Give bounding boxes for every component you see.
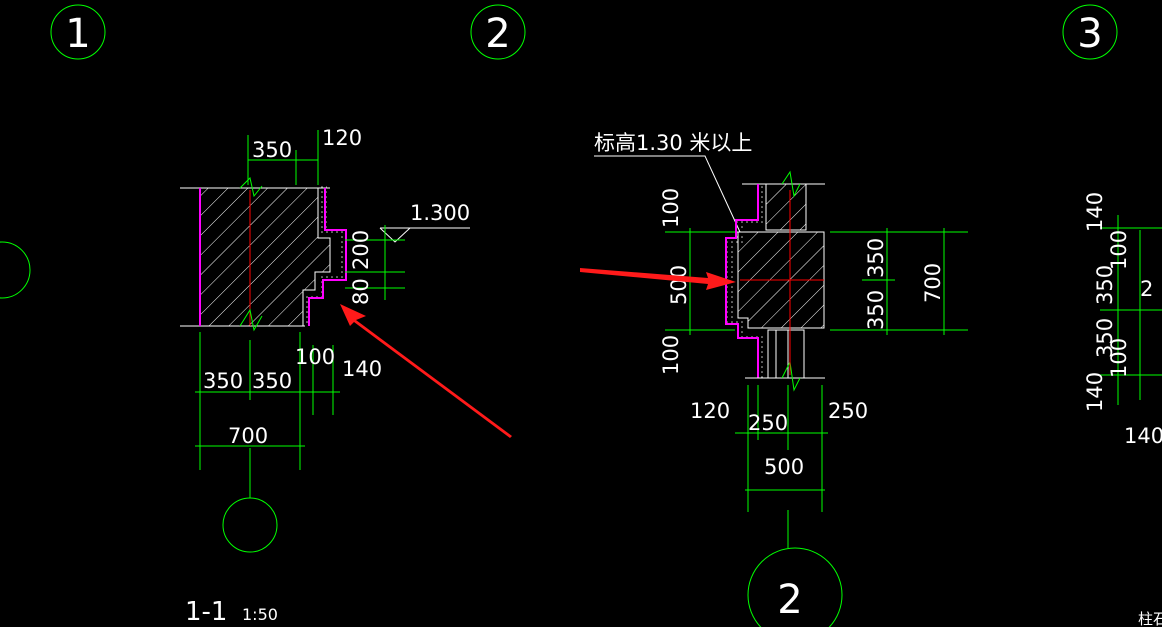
axis-marker-3: 3 (1062, 4, 1118, 60)
left-top-width: 350 (252, 138, 292, 162)
right-detail: 140 100 350 350 100 140 2 140 柱石 (1083, 192, 1162, 627)
left-concrete-section (199, 187, 331, 327)
left-waterproof-line (308, 188, 347, 326)
left-detail: 350 120 1.300 200 80 350 350 100 140 700 (180, 126, 470, 470)
right-dim-5: 100 (1107, 338, 1131, 378)
left-step-200: 200 (349, 230, 373, 270)
left-step-80: 80 (349, 278, 373, 305)
middle-left-dim-1: 100 (659, 188, 683, 228)
axis-marker-2-top: 2 (470, 4, 526, 60)
axis-marker-1: 1 (50, 4, 106, 60)
axis-marker-2-bottom: 2 (747, 510, 843, 627)
left-elevation: 1.300 (410, 201, 470, 225)
axis-marker-bottom-left (222, 448, 278, 553)
axis-marker-left-partial (0, 241, 31, 299)
middle-bottom-dim-1: 120 (690, 399, 730, 423)
right-dim-1: 140 (1083, 192, 1107, 232)
axis-marker-2-label: 2 (485, 11, 510, 57)
axis-marker-3-label: 3 (1077, 11, 1102, 57)
axis-marker-1-label: 1 (65, 11, 90, 57)
middle-left-dim-3: 100 (659, 335, 683, 375)
right-cut-text: 柱石 (1138, 610, 1162, 627)
middle-bottom-dim-3: 250 (828, 399, 868, 423)
axis-marker-2-bottom-label: 2 (777, 577, 802, 623)
middle-right-dim-1: 350 (864, 238, 888, 278)
left-bottom-dim-4: 140 (342, 357, 382, 381)
middle-right-dim-2: 350 (864, 290, 888, 330)
left-total-width: 700 (228, 424, 268, 448)
right-dim-2: 100 (1107, 230, 1131, 270)
middle-right-total: 700 (921, 263, 945, 303)
right-dim-3: 350 (1093, 265, 1117, 305)
middle-bottom-total: 500 (764, 455, 804, 479)
right-bottom-dim: 140 (1124, 424, 1162, 448)
middle-note: 标高1.30 米以上 (594, 131, 752, 155)
middle-left-dim-2: 500 (667, 265, 691, 305)
right-dim-6: 140 (1083, 372, 1107, 412)
left-bottom-dim-1: 350 (203, 369, 243, 393)
left-bottom-dim-3: 100 (295, 345, 335, 369)
annotation-arrow-middle (580, 268, 736, 290)
section-scale: 1:50 (242, 605, 278, 624)
left-bottom-dim-2: 350 (252, 369, 292, 393)
middle-bottom-dim-2: 250 (748, 411, 788, 435)
section-title: 1-1 (185, 597, 227, 627)
middle-detail: 标高1.30 米以上 100 500 100 350 350 (594, 131, 968, 512)
right-dim-4: 350 (1093, 318, 1117, 358)
right-label-2: 2 (1140, 277, 1153, 301)
annotation-arrow-left (340, 304, 512, 438)
left-top-offset: 120 (322, 126, 362, 150)
